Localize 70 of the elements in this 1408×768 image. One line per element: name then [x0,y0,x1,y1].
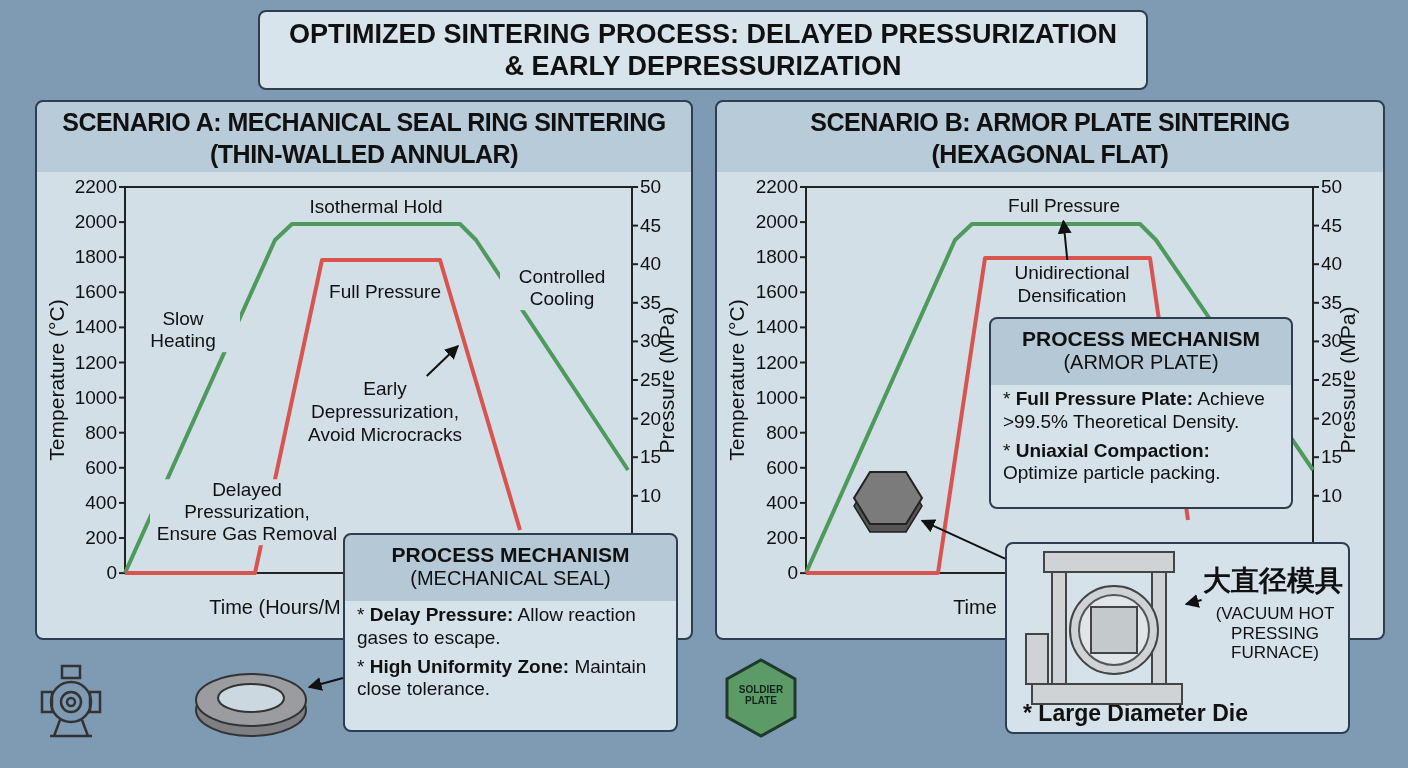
tick-label: 200 [85,528,117,547]
bullet-text: * Large Diameter Die [1023,700,1249,727]
tick-label: 1800 [755,247,798,267]
chart-annotation: Unidirectional Densification [992,262,1152,316]
box-subheading: (ARMOR PLATE) [1062,351,1220,374]
tick-label: 1000 [74,387,117,407]
furnace-caption: (VACUUM HOT PRESSING FURNACE) [1214,604,1336,663]
chart-annotation: Full Pressure [998,195,1130,223]
tick-label: 2200 [755,177,798,196]
panel-subheading: (THIN-WALLED ANNULAR) [209,140,519,169]
tick-label: 45 [1321,215,1343,235]
tick-label: 50 [640,177,662,196]
tick-label: 50 [1321,177,1343,196]
tick-label: 10 [1321,485,1343,505]
tick-label: 20 [640,408,662,428]
badge-text: SOLDIER PLATE [737,684,785,706]
arrow [1057,219,1072,261]
tick-label: 1600 [755,282,798,302]
tick-label: 45 [640,215,662,235]
box-heading: PROCESS MECHANISM [390,543,631,567]
arrow [307,677,344,691]
bullet-text: *Full Pressure Plate: Achieve >99.5% Theoretical Density. [1003,388,1266,434]
tick-label: 200 [766,528,798,547]
panel-heading: SCENARIO B: ARMOR PLATE SINTERING [809,108,1291,137]
tick-label: 0 [106,563,117,583]
tick-label: 800 [766,422,798,442]
chart-annotation: Early Depressurization, Avoid Microcracks [300,378,470,462]
tick-label: 40 [1321,254,1343,274]
box-heading: PROCESS MECHANISM [1021,327,1261,351]
tick-label: 25 [1321,370,1343,389]
leader-line [425,345,459,377]
tick-label: 1200 [755,352,798,372]
panel-subheading: (HEXAGONAL FLAT) [930,140,1170,169]
axis-title: Temperature (°C) [44,299,69,461]
mechanism-box [989,317,1293,509]
tick-label: 25 [640,370,662,389]
tick-label: 600 [85,457,117,477]
tick-label: 2000 [74,212,117,232]
tick-label: 400 [85,492,117,512]
tick-label: 20 [1321,408,1343,428]
die-label: 大直径模具 [1200,562,1346,600]
tick-label: 1600 [74,282,117,302]
tick-label: 1400 [755,317,798,337]
title-text: OPTIMIZED SINTERING PROCESS: DELAYED PRESSURIZATION & EARLY DEPRESSURIZATION [287,17,1119,83]
tick-label: 10 [640,485,662,505]
bullet-text: *Delay Pressure: Allow reaction gases to escape. [357,604,637,650]
tick-label: 1000 [755,387,798,407]
tick-label: 2000 [755,212,798,232]
tick-label: 800 [85,422,117,442]
scenario-panel [715,100,1385,640]
tick-label: 2200 [74,177,117,196]
bullet-text: *High Uniformity Zone: Maintain close tolerance. [357,655,648,702]
arrow [920,519,1006,560]
axis-title: Time [953,595,997,619]
tick-label: 1400 [74,317,117,337]
tick-label: 600 [766,457,798,477]
tick-label: 40 [640,254,662,274]
box-subheading: (MECHANICAL SEAL) [409,567,612,590]
axis-title: Temperature (°C) [724,299,749,461]
panel-heading: SCENARIO A: MECHANICAL SEAL RING SINTERING [61,108,667,137]
furnace-box [1005,542,1350,734]
tick-label: 1800 [74,247,117,267]
bullet-text: *Uniaxial Compaction: Optimize particle packing. [1003,439,1222,486]
arrow [1184,594,1203,608]
mechanism-box [343,533,678,732]
tick-label: 1200 [74,352,117,372]
tick-label: 400 [766,492,798,512]
axis-title: Time (Hours/M [209,595,341,619]
tick-label: 0 [787,563,798,583]
hexagon-badge [725,658,797,738]
